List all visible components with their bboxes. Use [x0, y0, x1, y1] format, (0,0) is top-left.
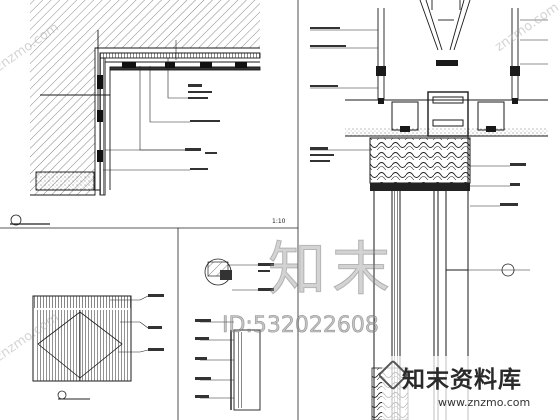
brand-badge: 知末资料库 www.znzmo.com [377, 356, 560, 420]
watermark-site-name: 知末 [267, 235, 397, 304]
bottom-left-elevation [32, 294, 164, 400]
top-left-wall-section: 1:10 [10, 0, 286, 226]
watermark-id: ID:532022608 [222, 313, 379, 339]
brand-url: www.znzmo.com [438, 396, 531, 409]
bottom-middle-detail [195, 258, 274, 411]
top-left-scale: 1:10 [272, 218, 286, 225]
right-vertical-section [310, 0, 548, 420]
panel-frames [0, 0, 299, 420]
brand-name: 知末资料库 [402, 367, 522, 393]
